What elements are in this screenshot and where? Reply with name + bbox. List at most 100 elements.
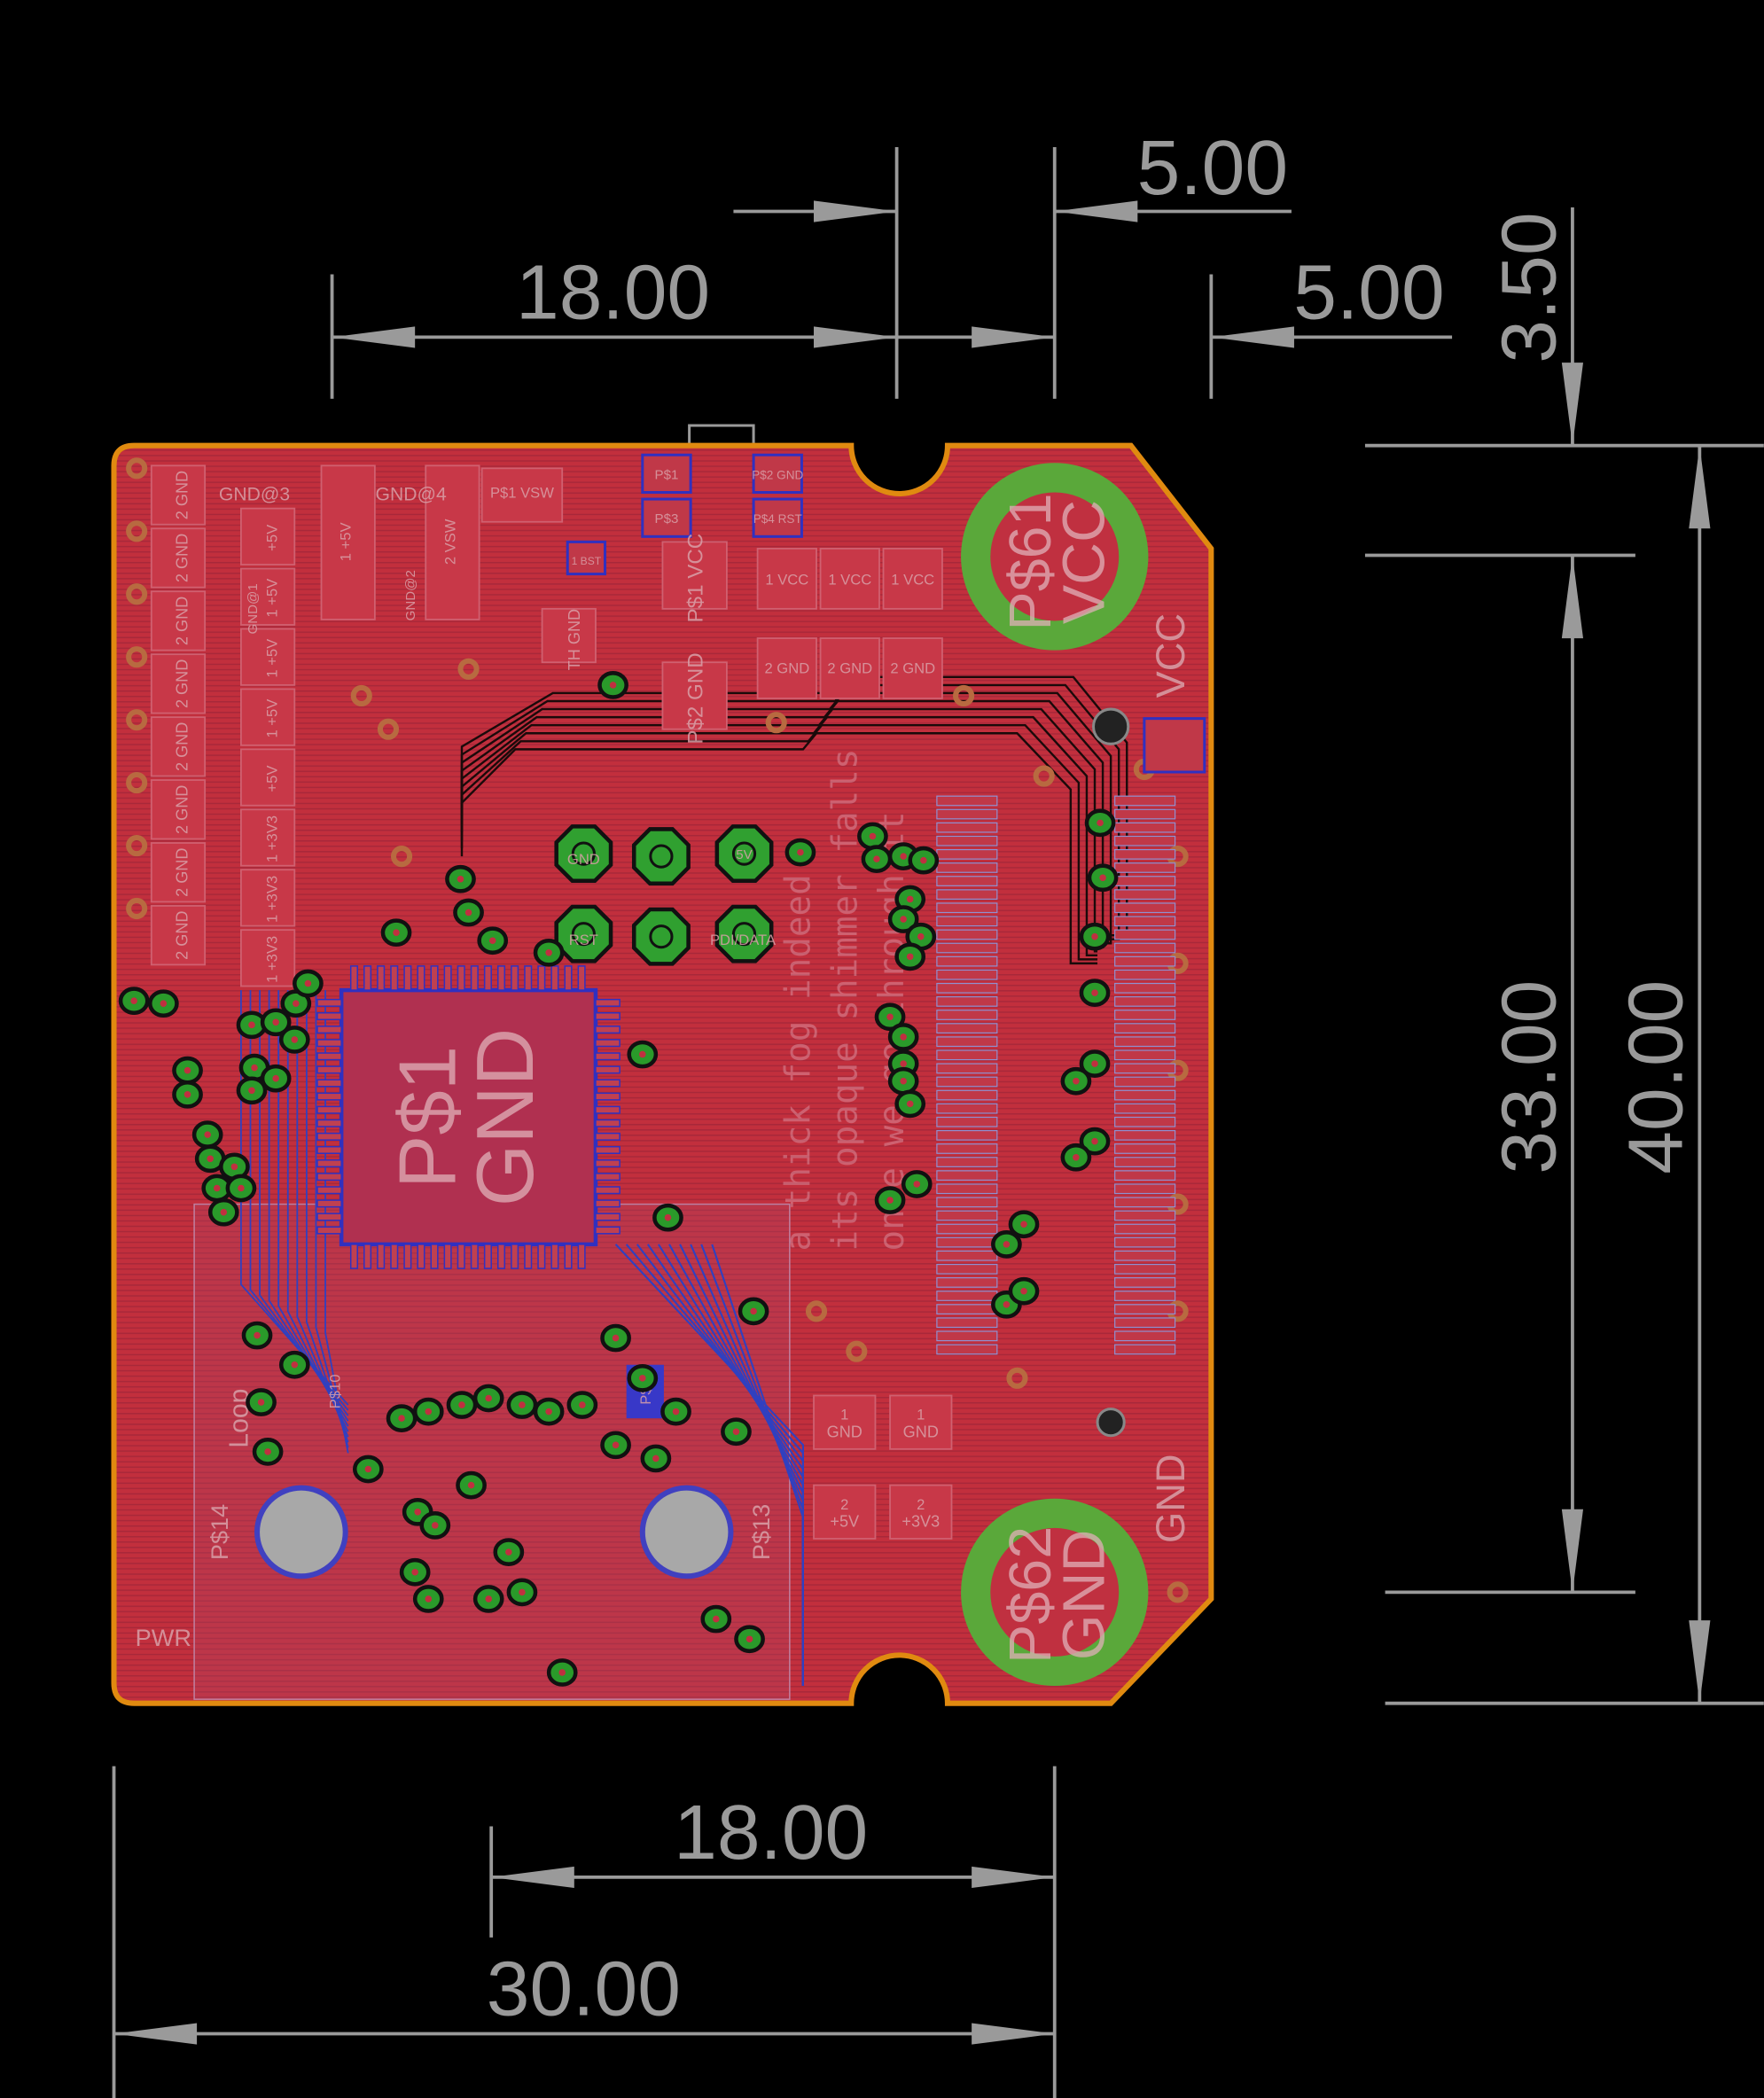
label-p10: P$10 bbox=[327, 1375, 344, 1409]
connector-pad bbox=[1114, 889, 1176, 901]
connector-pad bbox=[936, 1223, 998, 1235]
connector-pad bbox=[1114, 1010, 1176, 1020]
connector-pad bbox=[1114, 1157, 1176, 1167]
bottom-pad-net: GND bbox=[903, 1423, 939, 1440]
bottom-pad-net: GND bbox=[827, 1423, 862, 1440]
connector-pad bbox=[936, 808, 998, 820]
left-pad-label: 2 GND bbox=[174, 722, 191, 771]
connector-pad bbox=[936, 1089, 998, 1101]
bottom-pad-net: +3V3 bbox=[902, 1512, 940, 1530]
vcc-pad-label: 1 VCC bbox=[828, 572, 871, 589]
dim-top-5a: 5.00 bbox=[1137, 124, 1288, 211]
connector-pad bbox=[1114, 1250, 1176, 1261]
label-p1: P$1 bbox=[655, 467, 679, 482]
connector-pad bbox=[936, 1330, 998, 1342]
bottom-pad-num: 1 bbox=[917, 1407, 925, 1423]
left-pad-label: 2 GND bbox=[174, 659, 191, 708]
connector-pad bbox=[1114, 1197, 1176, 1208]
label-p13: P$13 bbox=[747, 1504, 775, 1560]
dim-right-3-5: 3.50 bbox=[1485, 212, 1572, 363]
chip-name: P$1 bbox=[383, 1046, 472, 1189]
connector-pad bbox=[1114, 916, 1176, 927]
bottom-pad-num: 2 bbox=[917, 1496, 925, 1513]
connector-pad bbox=[936, 1317, 998, 1329]
label-p1-vcc: P$1 VCC bbox=[684, 534, 708, 623]
connector-pad bbox=[936, 1291, 998, 1301]
fog-line-2: its opaque shimmer falls bbox=[825, 749, 865, 1252]
connector-pad bbox=[936, 1304, 998, 1314]
left-pad-label: 2 GND bbox=[174, 848, 191, 897]
connector-pad bbox=[936, 1116, 998, 1127]
label-p14: P$14 bbox=[206, 1504, 233, 1560]
programming-header bbox=[554, 824, 774, 966]
connector-pad bbox=[936, 1183, 998, 1195]
header-pdi-label: PDI/DATA bbox=[710, 932, 777, 948]
connector-pad bbox=[936, 822, 998, 833]
connector-pad bbox=[1114, 1223, 1176, 1235]
connector-pad bbox=[1114, 1129, 1176, 1141]
connector-pad bbox=[936, 902, 998, 914]
label-plus5v: 1 +5V bbox=[338, 522, 355, 561]
left-pad-label: 2 GND bbox=[174, 534, 191, 582]
connector-pad bbox=[1114, 862, 1176, 873]
label-gnd3: GND@3 bbox=[219, 485, 290, 505]
dim-right-40: 40.00 bbox=[1612, 980, 1699, 1174]
left-pad-label: 2 GND bbox=[174, 471, 191, 519]
connector-pad bbox=[936, 862, 998, 873]
connector-pad bbox=[1114, 876, 1176, 886]
header-5v-label: 5V bbox=[736, 847, 752, 862]
power-pad-label: 1 +5V bbox=[264, 699, 281, 738]
connector-pad bbox=[936, 929, 998, 940]
mount-gnd-name: P$62 bbox=[998, 1526, 1064, 1664]
connector-pad bbox=[936, 889, 998, 901]
connector-pad bbox=[1114, 1076, 1176, 1088]
gnd-pad-label: 2 GND bbox=[827, 659, 872, 676]
connector-pad bbox=[1114, 1089, 1176, 1101]
power-pad-label: 1 +3V3 bbox=[264, 936, 281, 983]
connector-pad bbox=[1114, 1304, 1176, 1314]
connector-pad bbox=[1114, 1063, 1176, 1074]
connector-pad bbox=[1114, 1263, 1176, 1275]
dim-top-18: 18.00 bbox=[516, 248, 710, 335]
dim-bottom-18: 18.00 bbox=[674, 1789, 868, 1876]
connector-pad bbox=[936, 1277, 998, 1288]
bottom-pad-num: 2 bbox=[840, 1496, 848, 1513]
connector-pad bbox=[936, 1344, 998, 1355]
left-pad-label: 2 GND bbox=[174, 785, 191, 834]
label-pwr: PWR bbox=[136, 1624, 191, 1651]
connector-pad bbox=[936, 848, 998, 860]
connector-pad bbox=[1114, 1317, 1176, 1329]
label-p3: P$3 bbox=[655, 511, 679, 526]
connector-pad bbox=[1114, 942, 1176, 954]
connector-pad bbox=[936, 1250, 998, 1261]
header-rst-label: RST bbox=[569, 932, 598, 948]
connector-pad bbox=[936, 1049, 998, 1061]
connector-pad bbox=[1114, 808, 1176, 820]
connector-pad bbox=[1114, 1023, 1176, 1033]
connector-pad bbox=[936, 969, 998, 980]
label-p2-gnd: P$2 GND bbox=[752, 468, 803, 481]
edge-gnd-label: GND bbox=[1148, 1454, 1193, 1543]
dim-bottom-30: 30.00 bbox=[487, 1945, 681, 2032]
connector-pad bbox=[1114, 996, 1176, 1007]
header-gnd-label: GND bbox=[567, 851, 600, 868]
mount-vcc-name: P$61 bbox=[998, 493, 1064, 630]
connector-pad bbox=[1114, 1291, 1176, 1301]
label-gnd4: GND@4 bbox=[376, 485, 447, 505]
connector-pad bbox=[1114, 1049, 1176, 1061]
fpc-connector-pads bbox=[936, 717, 1206, 1355]
label-gnd1: GND@1 bbox=[246, 583, 261, 634]
label-p1-vsw: P$1 VSW bbox=[490, 485, 554, 502]
connector-pad bbox=[1114, 835, 1176, 846]
connector-pad bbox=[1114, 955, 1176, 967]
mount-gnd-net: GND bbox=[1052, 1530, 1118, 1661]
label-p2-gnd-big: P$2 GND bbox=[684, 652, 708, 744]
connector-pad bbox=[936, 1210, 998, 1221]
edge-vcc-label: VCC bbox=[1148, 613, 1193, 698]
connector-pad bbox=[936, 1063, 998, 1074]
left-pad-label: 2 GND bbox=[174, 911, 191, 960]
mount-pad-gnd: P$62 GND bbox=[961, 1498, 1149, 1687]
connector-pad bbox=[936, 1263, 998, 1275]
connector-pad bbox=[1114, 1277, 1176, 1288]
